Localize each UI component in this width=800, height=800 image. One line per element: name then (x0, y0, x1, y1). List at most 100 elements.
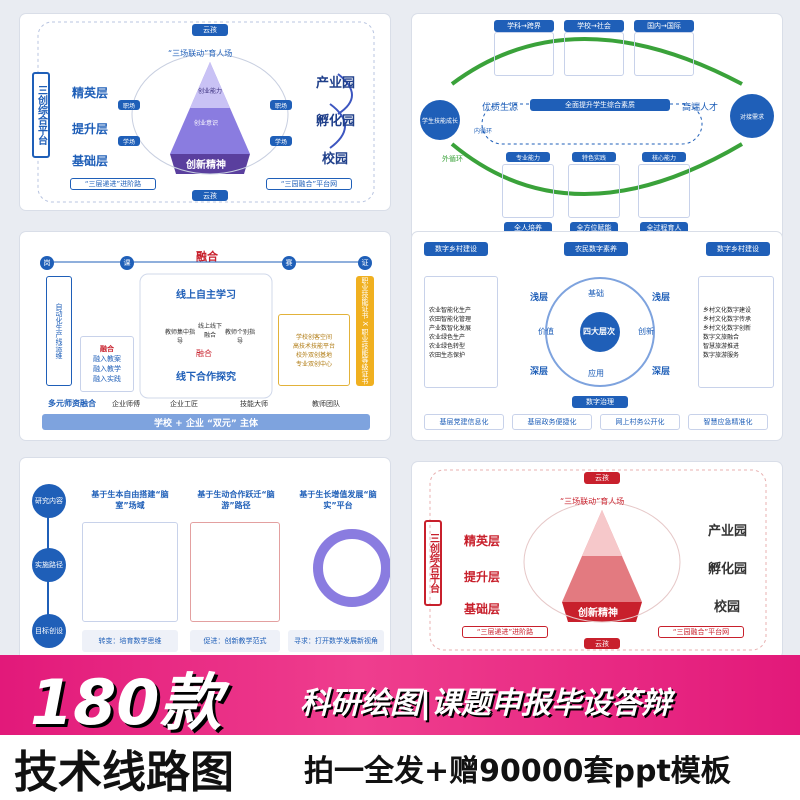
panel-digital-village: 数字乡村建设 农民数字素养 数字乡村建设 农业智能化生产 农田智能化管理 产业数… (412, 232, 782, 440)
panel6-right-campus: 校园 (714, 600, 741, 615)
panel2-inner-cycle: 内循环 (474, 128, 493, 135)
panel4-top-2: 农民数字素养 (564, 242, 628, 256)
panel3-blend-box: 融合 融入教案 融入教学 融入实践 (80, 336, 134, 392)
panel5-header-1: 基于生本自由搭建“脑室”场域 (91, 490, 169, 510)
panel3-blend-title: 融合 (100, 345, 114, 353)
panel2-right-label: 高端人才 (682, 103, 719, 113)
panel5-bottom-1: 转变：培育数学思维 (82, 630, 178, 652)
panel5-row-1: 研究内容 (32, 484, 66, 518)
panel3-tag-4: 证 (358, 256, 372, 270)
panel2-center-banner: 全面提升学生综合素质 (530, 99, 670, 111)
panel3-center-mid: 线上线下融合 (197, 323, 222, 339)
panel3-left-side-1: 自动化生产线运维 (55, 303, 63, 359)
panel1-graphics (37, 21, 375, 203)
panel6-bottom-right: “三园融合”平台网 (658, 626, 744, 638)
panel4-left-4: 农业绿色生产 (429, 334, 466, 341)
panel3-right-list-1: 学校创客空间 (295, 334, 332, 341)
panel5-col-1 (82, 522, 178, 622)
panel2-bottom-2: 全方位赋能 (570, 222, 618, 234)
panel4-layer-1: 浅层 (530, 293, 549, 303)
panel3-graphics (50, 261, 360, 399)
panel3-bottom-4: 教师团队 (312, 400, 340, 408)
panel4-bottom-center: 数字治理 (572, 396, 628, 408)
panel6-platform-label: 三创综合平台 (427, 533, 439, 593)
panel1-pyramid-base: 创新精神 (186, 160, 226, 171)
panel4-bottom-2: 基层政务便捷化 (512, 414, 592, 430)
panel1-pyramid-top: 创业能力 (198, 88, 223, 95)
panel3-right-list-3: 校外双创基地 (295, 352, 332, 359)
panel6-bottom-tag: 云孩 (584, 638, 620, 649)
panel3-center-right: 教师个别指导 (224, 329, 255, 345)
panel4-right-6: 数字旅游服务 (703, 352, 740, 359)
panel6-pyramid-base: 创新精神 (578, 608, 618, 619)
banner-count: 180款 (30, 666, 222, 739)
panel4-layer-4: 深层 (652, 367, 671, 377)
panel4-label-innovate: 创新 (638, 327, 654, 336)
panel1-platform: 三创综合平台 (32, 72, 50, 158)
panel2-body-1 (494, 32, 554, 76)
panel5-header-3: 基于生长增值发展“脑实”平台 (299, 490, 377, 510)
panel1-right-campus: 校园 (322, 152, 349, 167)
panel3-tag-1: 岗 (40, 256, 54, 270)
panel4-left-box: 农业智能化生产 农田智能化管理 产业数智化发展 农业绿色生产 农业绿色转型 农田… (424, 276, 498, 388)
panel5-header-2: 基于生动合作跃迁“脑游”路径 (197, 490, 275, 510)
panel2-left-label: 优质生源 (482, 103, 519, 113)
promo-banner-bottom (0, 735, 800, 800)
panel-integration: 融合 岗 课 赛 证 自动化生产线运维 线上自主学习 教师集中指导 线上线下融合… (20, 232, 390, 440)
panel6-layer-improve: 提升层 (464, 570, 501, 584)
panel4-label-basic: 基础 (588, 289, 604, 298)
panel4-right-4: 数字文旅融合 (703, 334, 740, 341)
panel3-center-left: 教师集中指导 (164, 329, 195, 345)
panel1-subtitle: “三场联动”育人场 (168, 49, 233, 58)
panel2-bottom-3: 全过程育人 (640, 222, 688, 234)
panel3-left-side: 自动化生产线运维 (46, 276, 72, 386)
panel3-blend-item-1: 融入教案 (93, 355, 121, 363)
panel4-bottom-1: 基层党建信息化 (424, 414, 504, 430)
panel3-right-list-2: 高技术技能平台 (292, 343, 335, 350)
panel2-list-1 (502, 164, 554, 218)
panel3-blend-item-2: 融入教学 (93, 365, 121, 373)
panel2-outer-cycle: 外循环 (442, 155, 463, 163)
panel4-bottom-3: 网上村务公开化 (600, 414, 680, 430)
panel1-tag-2: 学场 (118, 136, 140, 146)
panel6-top-tag: 云孩 (584, 472, 620, 484)
panel2-right-circle: 对接需求 (730, 94, 774, 138)
panel2-mid-1: 专业能力 (506, 152, 550, 162)
panel4-top-3: 数字乡村建设 (706, 242, 770, 256)
panel2-list-3 (638, 164, 690, 218)
panel2-mid-3: 核心能力 (642, 152, 686, 162)
panel1-bottom-right: “三园融合”平台网 (266, 178, 352, 190)
panel3-title: 融合 (196, 250, 218, 263)
panel3-blend-item-3: 融入实践 (93, 375, 121, 383)
panel1-platform-label: 三创综合平台 (35, 85, 47, 145)
panel4-right-5: 智慧旅游推进 (703, 343, 740, 350)
panel3-right-box: 学校创客空间 高技术技能平台 校外双创基地 专业双创中心 (278, 314, 350, 386)
panel3-blend: 融合 (196, 349, 212, 358)
panel3-footer: 学校 + 企业 “双元” 主体 (42, 414, 370, 430)
panel2-body-3 (634, 32, 694, 76)
panel2-left-circle: 学生技能成长 (420, 100, 460, 140)
panel3-bottom-2: 企业工匠 (170, 400, 198, 408)
panel1-pyramid-mid: 创业意识 (194, 120, 219, 127)
panel1-layer-improve: 提升层 (72, 122, 109, 136)
panel5-col-2 (190, 522, 280, 622)
panel5-bottom-2: 促进：创新教学范式 (190, 630, 280, 652)
panel3-bottom-1: 企业师傅 (112, 400, 140, 408)
panel4-left-3: 产业数智化发展 (429, 325, 472, 332)
panel1-tag-4: 学场 (270, 136, 292, 146)
panel6-bottom-left: “三层递进”进阶路 (462, 626, 548, 638)
panel4-right-1: 乡村文化数字建设 (703, 307, 752, 314)
panel5-row-3: 目标创设 (32, 614, 66, 648)
banner-roadmap: 技术线路图 (14, 747, 234, 798)
banner-right-bottom: 拍一全发+赠90000套ppt模板 (304, 754, 731, 789)
panel2-mid-2: 特色实践 (572, 152, 616, 162)
panel6-layer-elite: 精英层 (464, 534, 501, 548)
panel2-list-2 (568, 164, 620, 218)
panel2-bottom-1: 全人培养 (504, 222, 552, 234)
panel3-bottom-3: 技能大师 (240, 400, 268, 408)
panel2-right-circle-label: 对接需求 (739, 113, 764, 121)
panel1-right-industry: 产业园 (316, 76, 356, 91)
panel3-tag-2: 课 (120, 256, 134, 270)
panel2-body-2 (564, 32, 624, 76)
panel4-label-value: 价值 (538, 327, 554, 336)
